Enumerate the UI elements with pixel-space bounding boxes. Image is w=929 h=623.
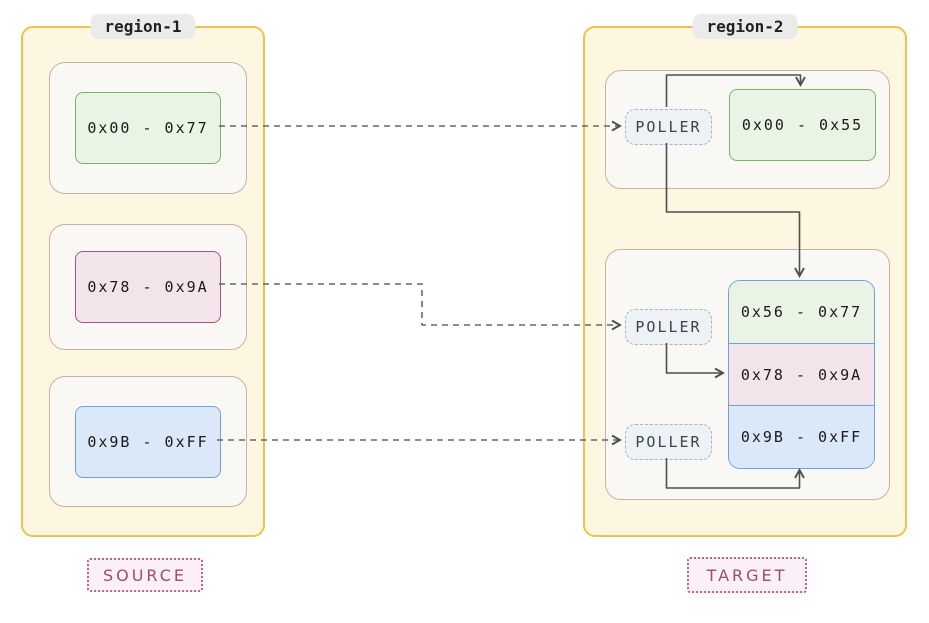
poller-node-3: POLLER xyxy=(625,424,712,460)
source-tag-label: SOURCE xyxy=(102,565,188,585)
target-range-block-top: 0x00 - 0x55 xyxy=(729,89,876,161)
poller-label-2: POLLER xyxy=(635,318,702,336)
target-group-bottom: POLLER POLLER 0x56 - 0x77 0x78 - 0x9A 0x… xyxy=(605,249,890,500)
region-2-title: region-2 xyxy=(692,14,798,39)
target-group-top: POLLER 0x00 - 0x55 xyxy=(605,70,890,189)
region-1-title: region-1 xyxy=(90,14,196,39)
poller-node-1: POLLER xyxy=(625,109,712,145)
source-range-label-2: 0x78 - 0x9A xyxy=(87,278,209,296)
region-2-container: region-2 POLLER 0x00 - 0x55 POLLER POLLE… xyxy=(583,14,907,537)
source-range-block-2: 0x78 - 0x9A xyxy=(75,251,221,323)
poller-label-1: POLLER xyxy=(635,118,702,136)
target-stack: 0x56 - 0x77 0x78 - 0x9A 0x9B - 0xFF xyxy=(728,280,875,469)
target-stack-section-3: 0x9B - 0xFF xyxy=(729,405,874,468)
source-group-3: 0x9B - 0xFF xyxy=(49,376,247,507)
target-stack-label-3: 0x9B - 0xFF xyxy=(740,428,863,447)
source-range-label-1: 0x00 - 0x77 xyxy=(87,119,209,137)
poller-node-2: POLLER xyxy=(625,309,712,345)
poller-label-3: POLLER xyxy=(635,433,702,451)
target-stack-section-1: 0x56 - 0x77 xyxy=(729,281,874,343)
region-1-container: region-1 0x00 - 0x77 0x78 - 0x9A 0x9B - … xyxy=(21,14,265,537)
source-group-2: 0x78 - 0x9A xyxy=(49,224,247,350)
source-range-block-3: 0x9B - 0xFF xyxy=(75,405,221,478)
target-stack-section-2: 0x78 - 0x9A xyxy=(729,342,874,406)
target-tag: TARGET xyxy=(687,557,807,593)
target-stack-label-2: 0x78 - 0x9A xyxy=(740,365,863,384)
target-range-label-top: 0x00 - 0x55 xyxy=(741,116,864,134)
source-range-block-1: 0x00 - 0x77 xyxy=(75,92,221,164)
target-tag-label: TARGET xyxy=(706,565,788,585)
target-stack-label-1: 0x56 - 0x77 xyxy=(740,302,863,321)
source-tag: SOURCE xyxy=(87,558,203,592)
source-group-1: 0x00 - 0x77 xyxy=(49,62,247,194)
source-range-label-3: 0x9B - 0xFF xyxy=(87,432,209,451)
edge-source2-to-poller2 xyxy=(219,283,622,331)
